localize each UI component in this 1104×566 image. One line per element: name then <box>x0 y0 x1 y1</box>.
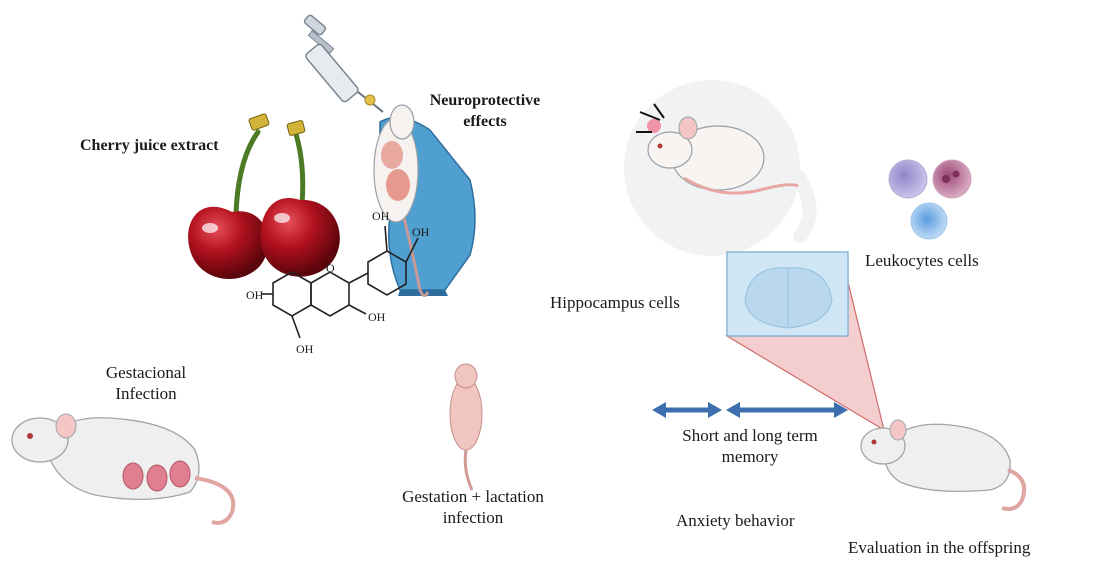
label-cherry-juice-extract: Cherry juice extract <box>80 137 219 154</box>
label-hippocampus-cells: Hippocampus cells <box>550 293 680 312</box>
label-anxiety-behavior: Anxiety behavior <box>676 511 795 530</box>
label-memory-line1: Short and long term <box>682 426 818 445</box>
label-neuroprotective-line2: effects <box>463 113 507 130</box>
label-gestation-line1: Gestation + lactation <box>402 487 544 506</box>
label-gestacional-line2: Infection <box>115 384 177 403</box>
label-evaluation-offspring: Evaluation in the offspring <box>848 538 1031 557</box>
chem-oh-top: OH <box>372 209 390 223</box>
cherry-stems <box>233 113 306 217</box>
anthocyanin-structure <box>262 225 419 339</box>
leukocytes-icon <box>888 159 972 240</box>
infected-rat-head-icon <box>624 80 817 256</box>
label-gestation-line2: infection <box>442 508 504 527</box>
label-neuroprotective-line1: Neuroprotective <box>429 92 541 109</box>
offspring-rat-icon <box>860 419 1027 511</box>
held-rat-icon <box>373 104 430 297</box>
label-memory-line2: memory <box>721 447 779 466</box>
memory-arrows <box>652 402 848 418</box>
hippocampus-slice-icon <box>726 251 849 337</box>
chem-oh-mid: OH <box>368 310 386 324</box>
label-neuroprotective: Neuroprotective effects <box>412 90 558 132</box>
label-gestacional-infection: Gestacional Infection <box>94 362 198 404</box>
label-leukocytes-cells: Leukocytes cells <box>865 251 979 270</box>
label-memory: Short and long term memory <box>663 425 837 467</box>
pregnant-rat-icon <box>11 413 236 525</box>
cherry-icon <box>188 198 340 280</box>
label-gestacional-line1: Gestacional <box>105 363 187 382</box>
label-gestation-lactation: Gestation + lactation infection <box>378 486 568 528</box>
syringe-icon <box>303 14 384 113</box>
chem-oxygen: O <box>326 261 335 275</box>
chem-oh-left: OH <box>246 288 264 302</box>
chem-oh-bottom: OH <box>296 342 314 356</box>
chem-oh-right: OH <box>412 225 430 239</box>
pup-icon <box>449 363 483 491</box>
